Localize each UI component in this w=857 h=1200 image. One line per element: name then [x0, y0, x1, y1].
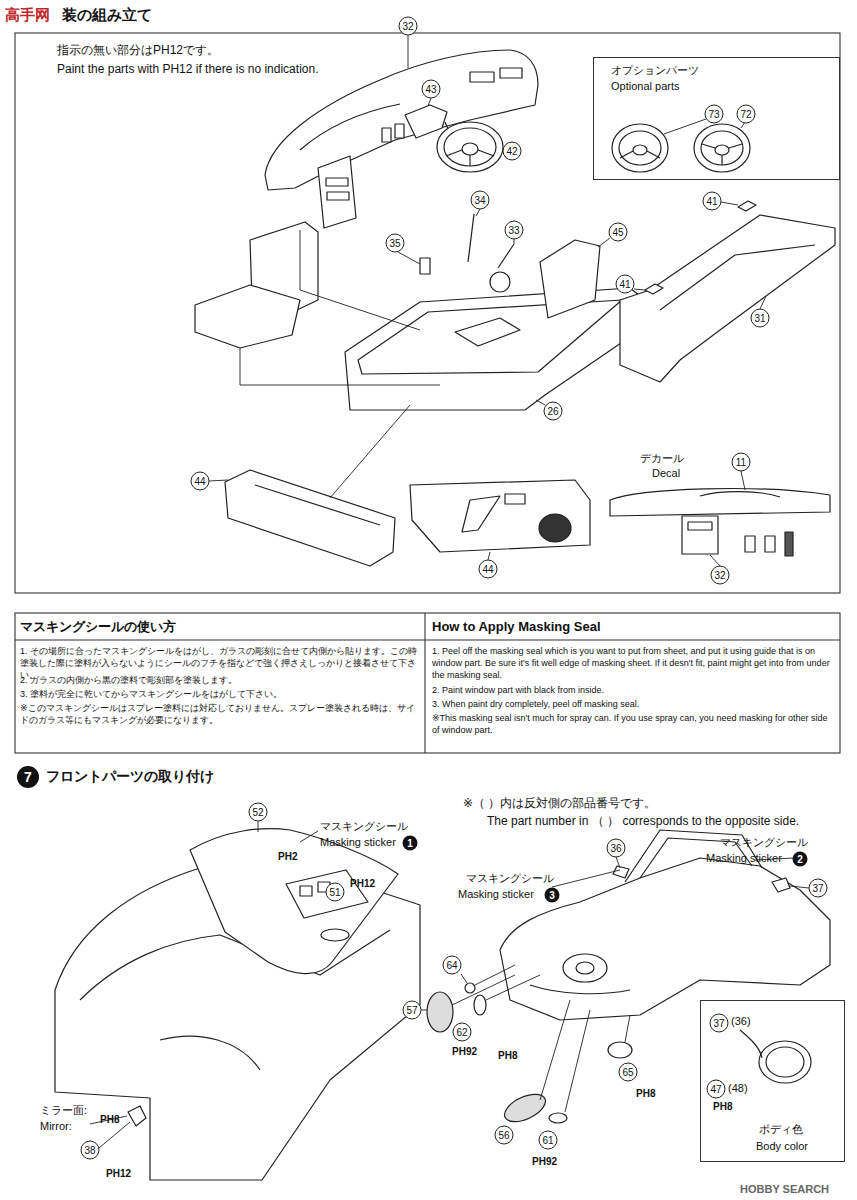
table-cell: ※This masking seal isn't much for spray … [432, 712, 830, 736]
paint-code: PH8 [100, 1114, 119, 1126]
callout-number: 51 [326, 883, 345, 902]
paint-code: PH8 [636, 1088, 655, 1100]
callout-number: 64 [443, 956, 462, 975]
table-cell: 3. 塗料が完全に乾いてからマスキングシールをはがして下さい。 [20, 688, 418, 700]
callout-number: 57 [403, 1001, 422, 1020]
note-text: 指示の無い部分はPH12です。 [57, 43, 219, 57]
paint-code: PH8 [713, 1101, 732, 1113]
callout-number: 11 [732, 453, 751, 472]
callout-number: 32 [711, 566, 730, 585]
callout-number: 38 [81, 1141, 100, 1160]
part-caption: マスキングシール [320, 820, 408, 833]
callout-number: 37 [710, 1014, 729, 1033]
callout-number: 35 [386, 234, 405, 253]
callout-number: 65 [619, 1063, 638, 1082]
callout-number: 34 [471, 191, 490, 210]
part-caption: Masking sticker [706, 852, 782, 865]
note-text: Paint the parts with PH12 if there is no… [57, 62, 318, 76]
part-caption: Optional parts [611, 80, 679, 93]
step-number: 7 [17, 766, 39, 788]
callout-number: 41 [616, 275, 635, 294]
callout-number: 31 [751, 309, 770, 328]
callout-number: 73 [705, 105, 724, 124]
table-cell: 3. When paint dry completely, peel off m… [432, 698, 830, 710]
callout-number: 37 [809, 879, 828, 898]
callout-number: 26 [544, 402, 563, 421]
part-caption: デカール [640, 452, 684, 465]
callout-number: 56 [495, 1126, 514, 1145]
callout-number: 45 [609, 223, 628, 242]
callout-number: 61 [539, 1131, 558, 1150]
sticker-number: 2 [793, 852, 808, 867]
part-caption: Masking sticker [320, 836, 396, 849]
part-caption: Masking sticker [458, 888, 534, 901]
watermark: HOBBY SEARCH [740, 1183, 829, 1196]
paint-code: PH2 [278, 851, 297, 863]
callout-number: 43 [422, 80, 441, 99]
table-cell: 2. Paint window part with black from ins… [432, 684, 830, 696]
part-caption: ボディ色 [759, 1123, 803, 1136]
callout-number: 72 [737, 105, 756, 124]
note-text: The part number in （ ） corresponds to th… [487, 814, 799, 828]
callout-number: 47 [707, 1080, 726, 1099]
watermark: 高手网 [5, 6, 50, 24]
callout-number: 52 [249, 803, 268, 822]
part-caption: Body color [756, 1140, 808, 1153]
callout-number: 36 [607, 839, 626, 858]
table-cell: 1. Peel off the masking seal which is yo… [432, 645, 830, 681]
section-title: 装の組み立て [62, 6, 152, 24]
table-cell: 2. ガラスの内側から黒の塗料で彫刻部を塗装します。 [20, 674, 418, 686]
sticker-number: 1 [403, 836, 418, 851]
paint-code: PH12 [106, 1168, 131, 1180]
part-caption: マスキングシール [466, 872, 554, 885]
part-caption: オプションパーツ [611, 64, 699, 77]
part-caption: (36) [731, 1015, 751, 1028]
callout-number: 42 [503, 142, 522, 161]
paint-code: PH92 [452, 1046, 477, 1058]
step-heading: フロントパーツの取り付け [46, 768, 214, 785]
callout-number: 32 [399, 17, 418, 36]
body-color-inset: 37(36) 47(48) PH8 ボディ色 Body color [700, 1000, 845, 1162]
table-heading: How to Apply Masking Seal [432, 619, 601, 635]
callout-number: 41 [703, 192, 722, 211]
note-text: ※（ ）内は反対側の部品番号です。 [463, 796, 656, 810]
paint-code: PH8 [498, 1050, 517, 1062]
part-caption: Mirror: [40, 1120, 72, 1133]
part-caption: マスキングシール [720, 836, 808, 849]
sticker-number: 3 [545, 888, 560, 903]
paint-code: PH92 [532, 1156, 557, 1168]
part-caption: (48) [728, 1082, 748, 1095]
callout-number: 44 [191, 472, 210, 491]
callout-number: 44 [479, 560, 498, 579]
part-caption: ミラー面: [40, 1104, 87, 1117]
optional-parts-box: オプションパーツ Optional parts 73 72 [593, 57, 840, 180]
paint-code: PH12 [350, 878, 375, 890]
callout-number: 33 [505, 221, 524, 240]
table-heading: マスキングシールの使い方 [20, 619, 176, 635]
table-cell: ※このマスキングシールはスプレー塗料には対応しておりません。スプレー塗装される時… [20, 702, 418, 726]
part-caption: Decal [652, 467, 680, 480]
callout-number: 62 [453, 1023, 472, 1042]
